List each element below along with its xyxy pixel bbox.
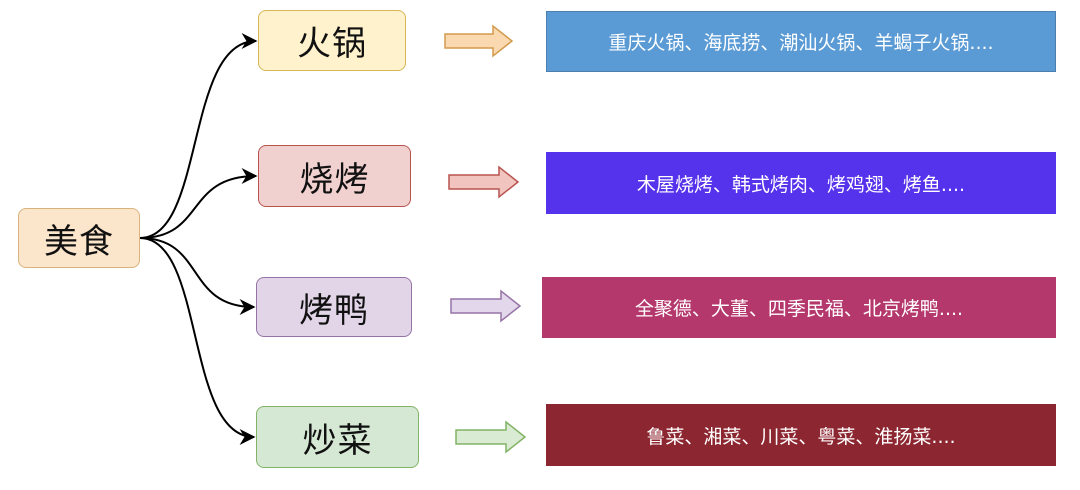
root-node-label: 美食: [44, 221, 114, 262]
result-box-stir-fry: 鲁菜、湘菜、川菜、粤菜、淮扬菜....: [546, 404, 1056, 466]
connector-root-to-stir-fry: [139, 237, 256, 445]
branch-node-roast-duck: 烤鸭: [256, 277, 412, 337]
branch-node-stir-fry: 炒菜: [256, 406, 419, 468]
result-text: 重庆火锅、海底捞、潮汕火锅、羊蝎子火锅....: [608, 32, 994, 54]
connector-root-to-bbq: [139, 168, 258, 239]
branch-arrow-stir-fry: [455, 420, 527, 454]
connector-root-to-hotpot: [139, 33, 258, 239]
branch-node-label: 火锅: [297, 24, 367, 64]
branch-node-label: 炒菜: [302, 420, 373, 461]
result-text: 木屋烧烤、韩式烤肉、烤鸡翅、烤鱼....: [636, 173, 966, 196]
branch-node-label: 烧烤: [299, 159, 370, 200]
result-box-roast-duck: 全聚德、大董、四季民福、北京烤鸭....: [542, 277, 1056, 338]
connector-root-to-roast-duck: [139, 237, 256, 315]
branch-node-hotpot: 火锅: [258, 10, 406, 71]
branch-arrow-hotpot: [444, 24, 514, 58]
branch-node-bbq: 烧烤: [258, 145, 411, 207]
branch-node-label: 烤鸭: [299, 290, 369, 331]
result-text: 鲁菜、湘菜、川菜、粤菜、淮扬菜....: [646, 425, 956, 448]
result-text: 全聚德、大董、四季民福、北京烤鸭....: [634, 298, 964, 320]
result-box-bbq: 木屋烧烤、韩式烤肉、烤鸡翅、烤鱼....: [546, 152, 1056, 214]
root-node-food: 美食: [18, 208, 140, 268]
result-box-hotpot: 重庆火锅、海底捞、潮汕火锅、羊蝎子火锅....: [546, 11, 1056, 72]
branch-arrow-roast-duck: [450, 289, 522, 323]
branch-arrow-bbq: [448, 165, 520, 199]
